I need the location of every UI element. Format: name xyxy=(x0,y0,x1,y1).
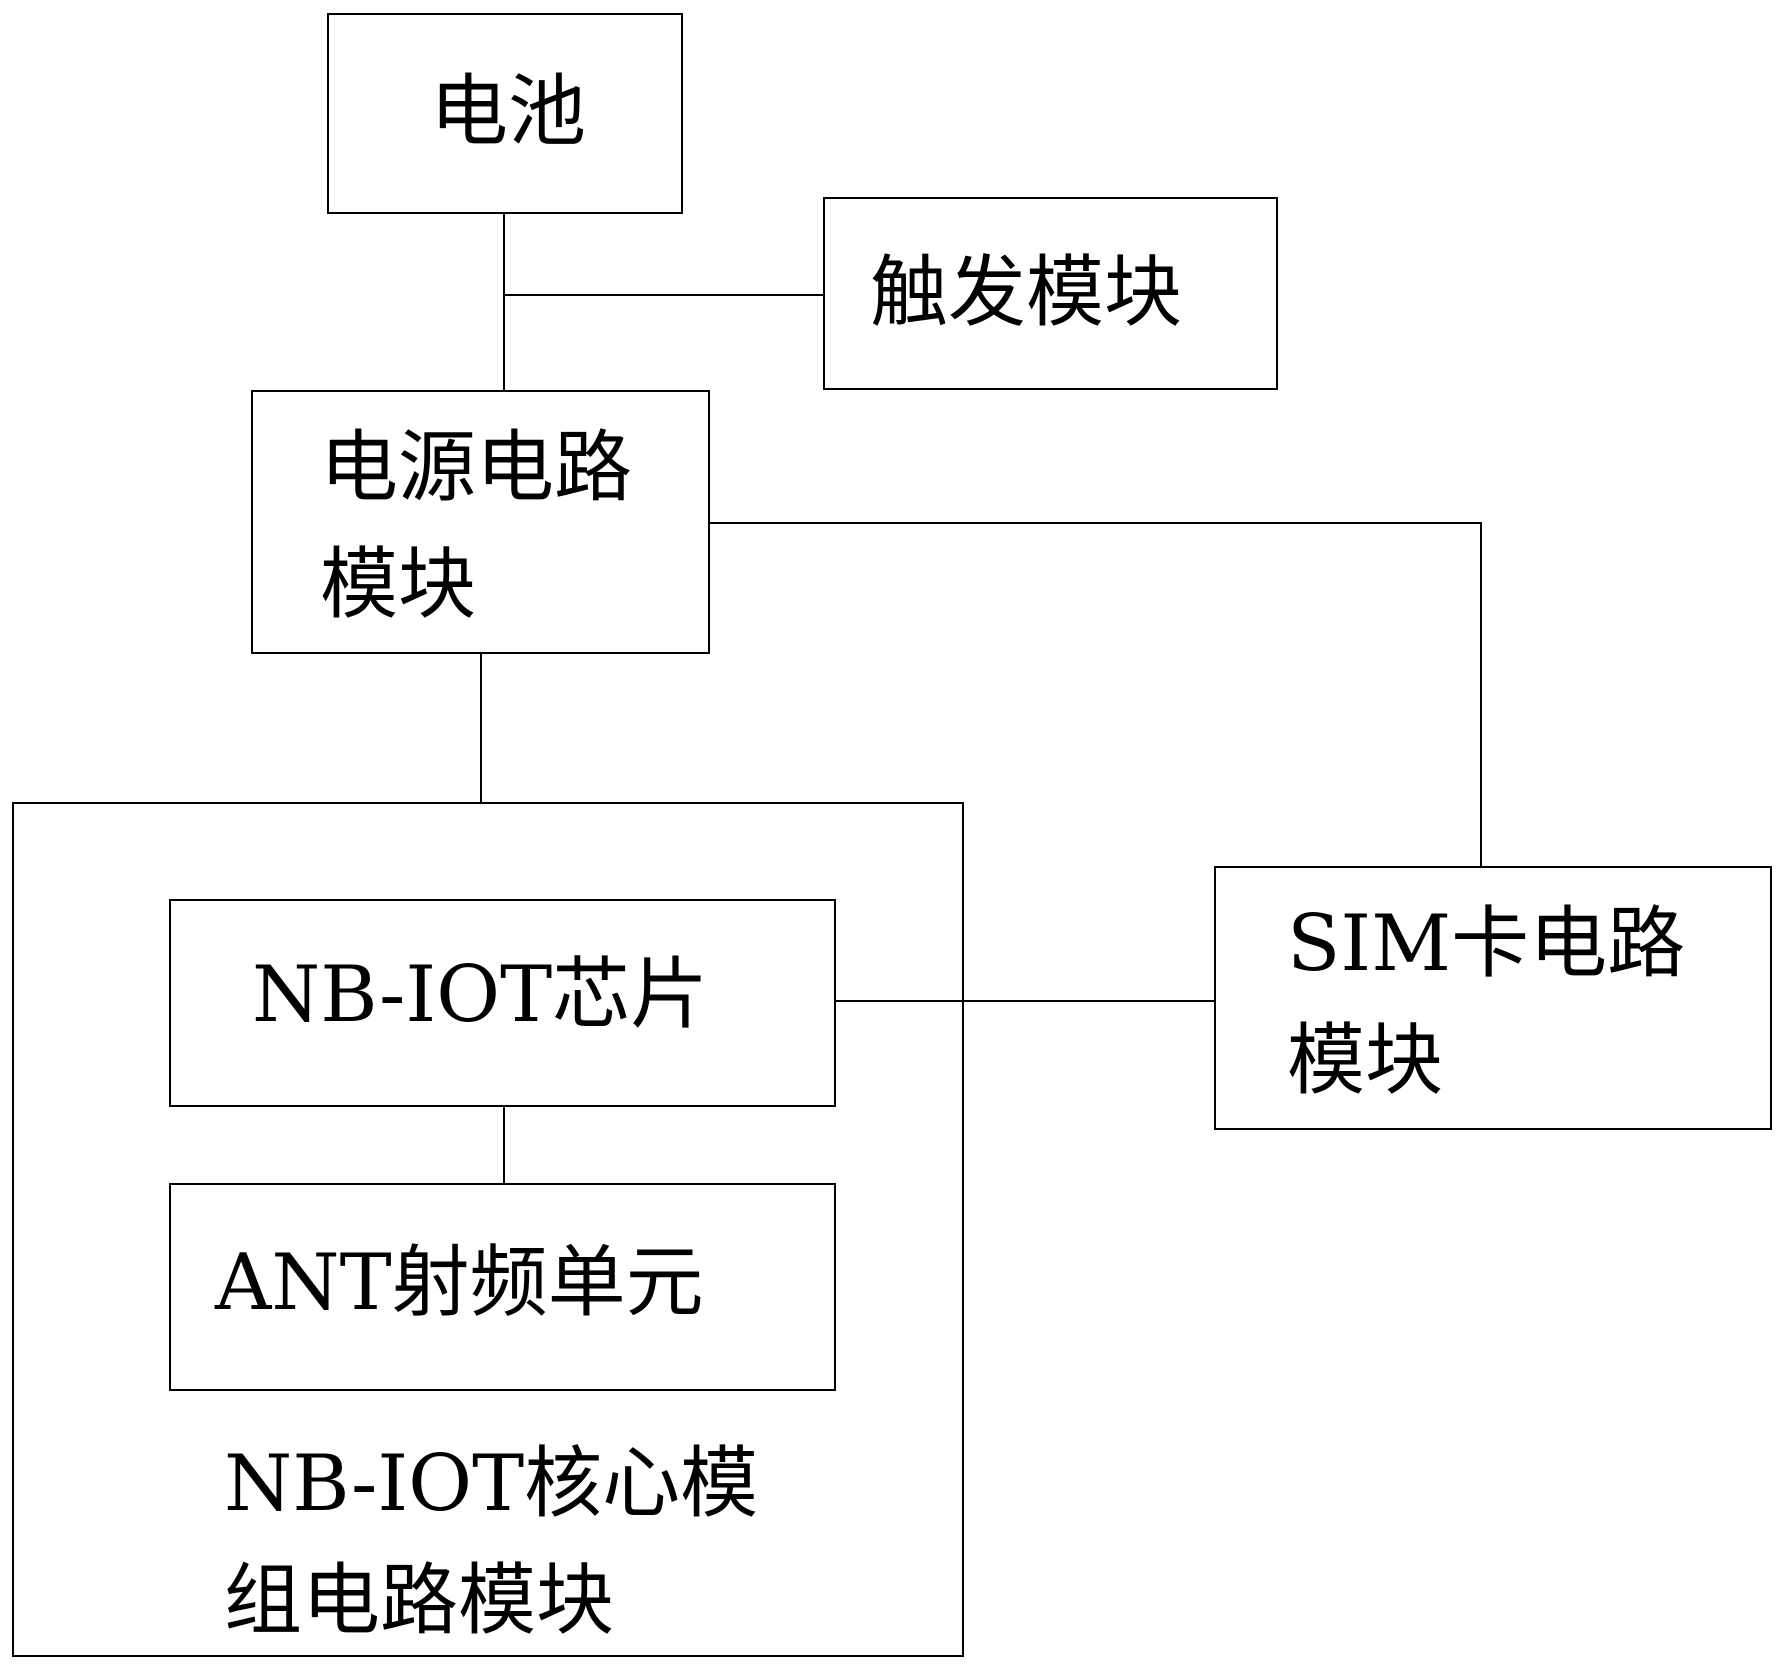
trigger-module-box xyxy=(823,197,1278,390)
connector-power-sim-horizontal xyxy=(710,522,1482,524)
power-circuit-module-box xyxy=(251,390,710,654)
nbiot-core-module-label-line2: 组电路模块 xyxy=(224,1556,615,1646)
nbiot-chip-label: NB-IOT芯片 xyxy=(252,950,709,1040)
battery-label: 电池 xyxy=(430,67,587,157)
connector-trigger-branch xyxy=(503,294,823,296)
sim-card-circuit-label-line1: SIM卡电路 xyxy=(1287,899,1686,989)
ant-rf-unit-label: ANT射频单元 xyxy=(215,1238,704,1328)
connector-chip-ant xyxy=(503,1107,505,1183)
connector-power-core xyxy=(480,654,482,802)
ant-rf-unit-box xyxy=(169,1183,836,1391)
sim-card-circuit-label-line2: 模块 xyxy=(1287,1016,1444,1106)
connector-power-sim-vertical xyxy=(1480,522,1482,866)
connector-battery-power xyxy=(503,214,505,390)
power-circuit-label-line1: 电源电路 xyxy=(320,423,633,513)
sim-card-circuit-module-box xyxy=(1214,866,1772,1130)
nbiot-chip-box xyxy=(169,899,836,1107)
battery-box xyxy=(327,13,683,214)
nbiot-core-module-box xyxy=(12,802,964,1657)
power-circuit-label-line2: 模块 xyxy=(320,540,477,630)
trigger-module-label: 触发模块 xyxy=(870,248,1183,338)
nbiot-core-module-label-line1: NB-IOT核心模 xyxy=(224,1439,759,1529)
connector-chip-sim xyxy=(836,1000,1214,1002)
